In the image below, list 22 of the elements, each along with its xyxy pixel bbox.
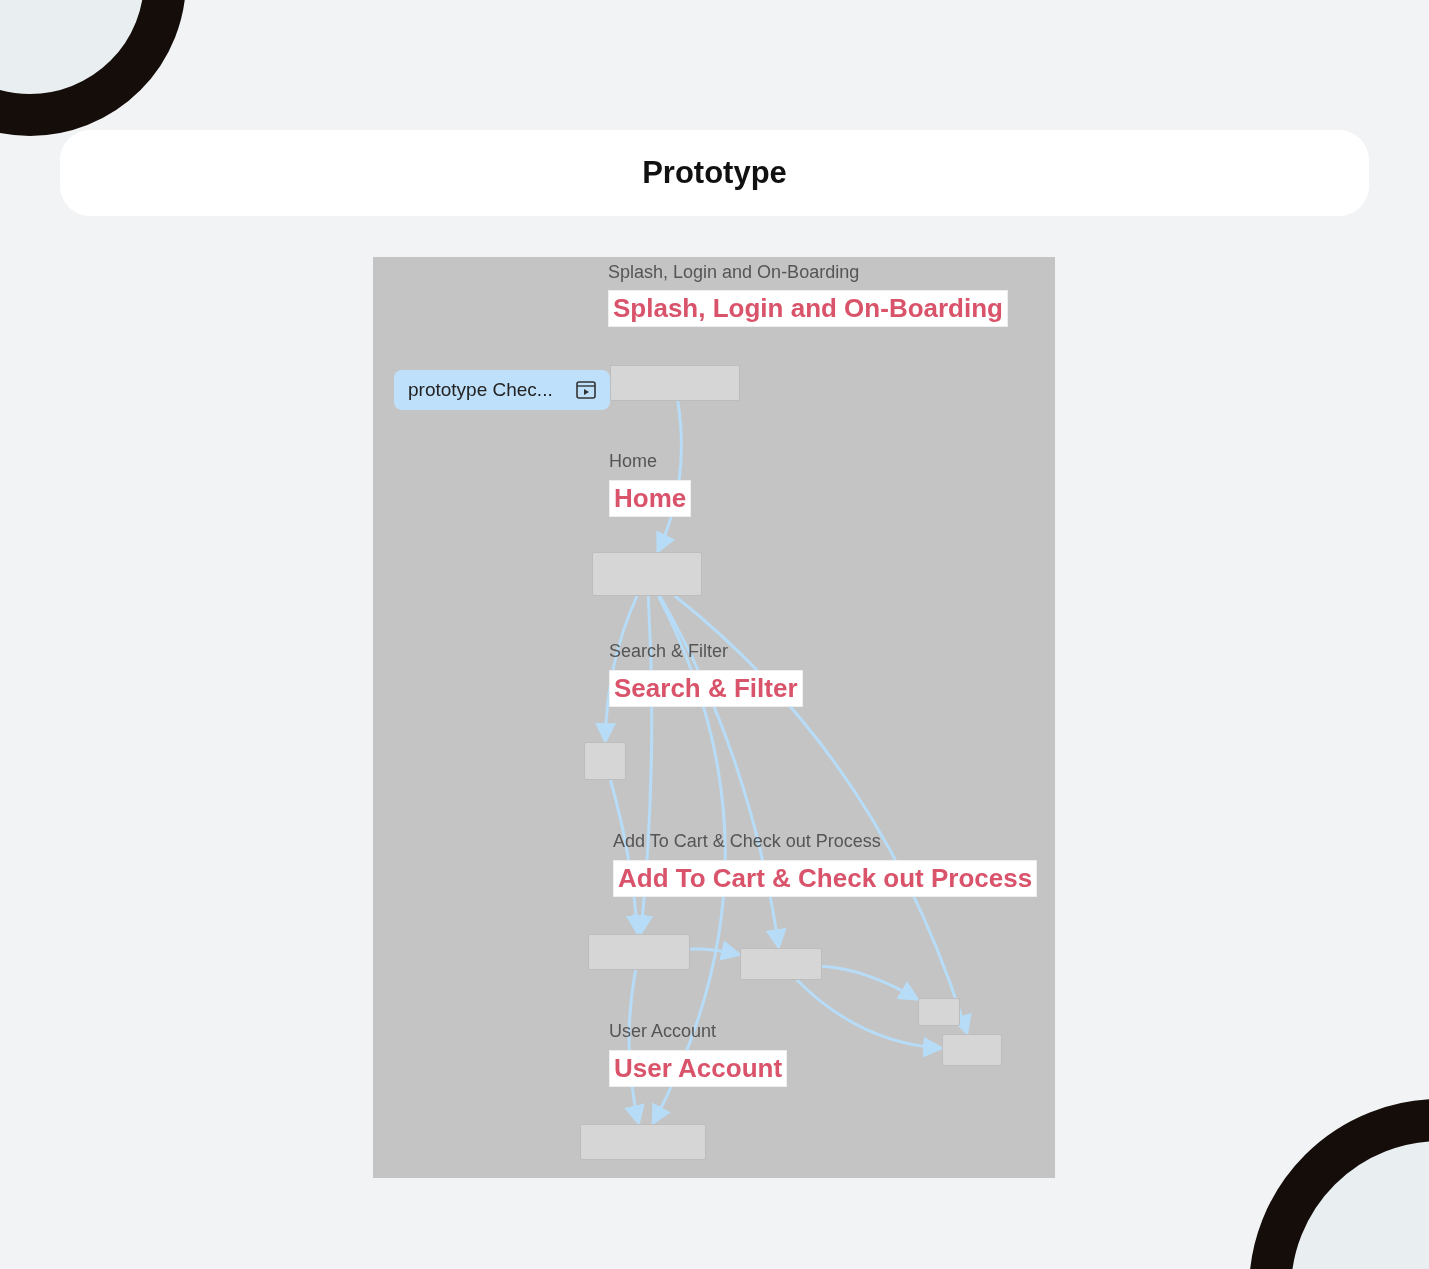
section-title: Splash, Login and On-Boarding <box>608 290 1008 327</box>
section-caption: Add To Cart & Check out Process <box>613 831 881 852</box>
screen-thumbnails <box>610 365 740 401</box>
flow-start-badge <box>394 370 610 410</box>
screen-thumbnails <box>942 1034 1002 1066</box>
section-title: Add To Cart & Check out Process <box>613 860 1038 897</box>
title: Prototype <box>641 154 788 192</box>
section-title: Search & Filter <box>609 670 803 707</box>
screen-thumbnails <box>580 1124 706 1160</box>
prototype-connector <box>821 964 920 1001</box>
screen-thumbnails <box>740 948 822 980</box>
flow-name: prototype Chec... <box>408 379 553 401</box>
section-title: Home <box>609 480 692 517</box>
screen-thumbnails <box>588 934 690 970</box>
section-title: User Account <box>609 1050 788 1087</box>
screen-thumbnails <box>584 742 626 780</box>
section-caption: User Account <box>609 1021 717 1042</box>
screen-thumbnails <box>918 998 960 1026</box>
section-caption: Home <box>609 451 657 472</box>
section-caption: Search & Filter <box>609 641 729 662</box>
section-caption: Splash, Login and On-Boarding <box>608 262 860 283</box>
screen-thumbnails <box>592 552 702 596</box>
